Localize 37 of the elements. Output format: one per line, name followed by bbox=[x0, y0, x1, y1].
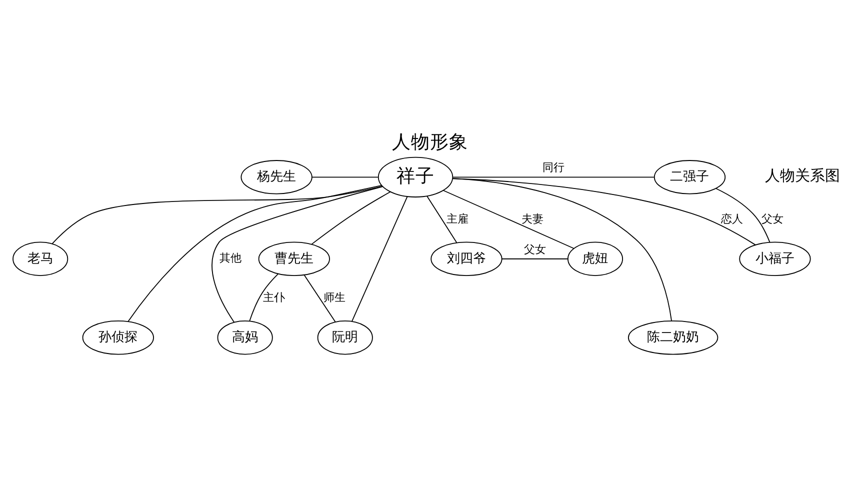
edge-label: 父女 bbox=[762, 212, 784, 226]
node-ellipse: 祥子 bbox=[378, 156, 454, 198]
node-ellipse: 陈二奶奶 bbox=[628, 320, 718, 355]
diagram-title: 人物形象 bbox=[392, 132, 468, 154]
node-ellipse: 虎妞 bbox=[567, 242, 624, 276]
edge-label: 主雇 bbox=[446, 212, 469, 226]
node-ellipse: 老马 bbox=[12, 242, 68, 276]
label: 人物关系图 bbox=[765, 168, 840, 185]
connector bbox=[426, 196, 458, 244]
connector bbox=[128, 185, 382, 322]
connector bbox=[304, 274, 336, 322]
edge-label: 夫妻 bbox=[522, 212, 544, 226]
connector bbox=[312, 176, 378, 178]
connector bbox=[502, 258, 568, 260]
edge-label: 其他 bbox=[220, 252, 242, 265]
edge-label: 恋人 bbox=[720, 212, 743, 226]
connector bbox=[716, 188, 770, 243]
node-ellipse: 曹先生 bbox=[258, 242, 330, 276]
edge-label: 同行 bbox=[542, 161, 565, 174]
node-ellipse: 二强子 bbox=[654, 160, 726, 194]
connector bbox=[452, 176, 654, 178]
edge-label: 师生 bbox=[323, 291, 346, 304]
connector bbox=[311, 191, 391, 245]
edge-label: 父女 bbox=[524, 242, 546, 256]
edge-label: 主仆 bbox=[263, 291, 286, 304]
node-ellipse: 高妈 bbox=[217, 320, 273, 355]
connector bbox=[452, 178, 672, 322]
node-ellipse: 孙侦探 bbox=[82, 320, 154, 355]
connector bbox=[352, 196, 408, 322]
connector bbox=[52, 186, 383, 244]
connector bbox=[249, 273, 279, 322]
connector bbox=[212, 186, 384, 323]
node-ellipse: 刘四爷 bbox=[430, 242, 502, 276]
connector bbox=[442, 190, 574, 249]
node-ellipse: 小福子 bbox=[739, 242, 811, 276]
node-ellipse: 阮明 bbox=[317, 320, 373, 355]
node-ellipse: 杨先生 bbox=[240, 160, 312, 194]
